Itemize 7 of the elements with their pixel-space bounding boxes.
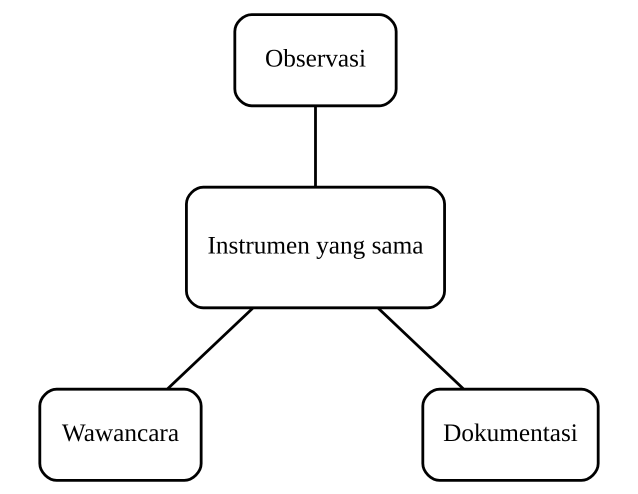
node-box: Dokumentasi xyxy=(421,387,600,482)
connector xyxy=(166,306,254,390)
node-box: Observasi xyxy=(233,12,398,107)
connector xyxy=(377,306,464,390)
node-box: Wawancara xyxy=(38,387,203,482)
connector xyxy=(314,106,317,186)
node-box: Instrumen yang sama xyxy=(185,185,446,309)
